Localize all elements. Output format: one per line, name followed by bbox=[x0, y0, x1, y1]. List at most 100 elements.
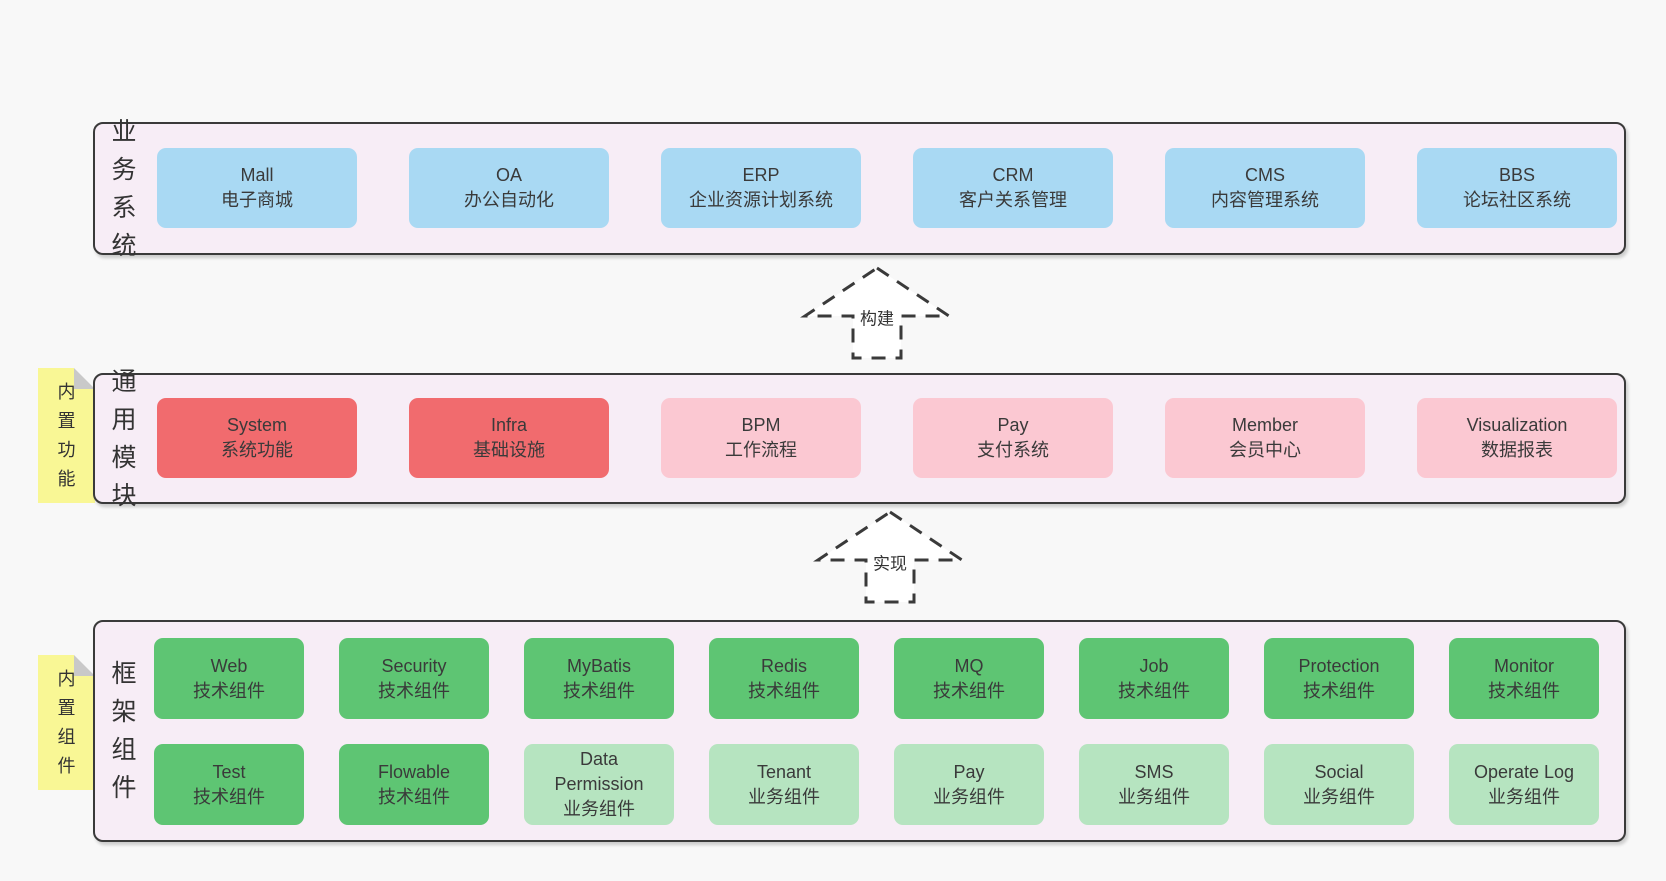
box-mybatis: MyBatis 技术组件 bbox=[524, 638, 674, 719]
box-security: Security 技术组件 bbox=[339, 638, 489, 719]
box-title: Web bbox=[210, 655, 248, 676]
box-flowable: Flowable 技术组件 bbox=[339, 744, 489, 825]
box-mq: MQ 技术组件 bbox=[894, 638, 1044, 719]
box-title: Monitor bbox=[1493, 655, 1555, 676]
box-subtitle: 业务组件 bbox=[563, 799, 635, 819]
box-operate-log: Operate Log 业务组件 bbox=[1449, 744, 1599, 825]
box-subtitle: 业务组件 bbox=[1303, 786, 1375, 807]
box-title: MQ bbox=[954, 655, 984, 676]
box-title: Security bbox=[381, 655, 447, 676]
box-subtitle: 客户关系管理 bbox=[959, 190, 1067, 210]
panel-business-systems: 业务系统 Mall 电子商城 OA 办公自动化 ERP 企业资源计划系统 CRM 客户关系管理… bbox=[93, 118, 1626, 260]
box-visualization: Visualization 数据报表 bbox=[1417, 398, 1617, 478]
box-subtitle: 内容管理系统 bbox=[1211, 190, 1319, 210]
box-infra: Infra 基础设施 bbox=[409, 398, 609, 478]
box-subtitle: 论坛社区系统 bbox=[1463, 190, 1571, 210]
box-subtitle: 技术组件 bbox=[1118, 680, 1190, 701]
box-subtitle: 技术组件 bbox=[1488, 680, 1560, 701]
box-bbs: BBS 论坛社区系统 bbox=[1417, 148, 1617, 228]
module-boxes-row: System 系统功能 Infra 基础设施 BPM 工作流程 Pay 支付系统 Member 会… bbox=[157, 398, 1617, 478]
business-boxes-row: Mall 电子商城 OA 办公自动化 ERP 企业资源计划系统 CRM 客户关系管理 CMS 内容… bbox=[157, 148, 1617, 228]
box-subtitle: 技术组件 bbox=[193, 680, 265, 701]
box-title: BPM bbox=[741, 415, 781, 435]
panel-title-vertical: 框架组件 bbox=[111, 660, 137, 802]
box-job: Job 技术组件 bbox=[1079, 638, 1229, 719]
box-subtitle: 数据报表 bbox=[1481, 440, 1553, 460]
box-subtitle: 电子商城 bbox=[221, 190, 293, 210]
box-subtitle: 技术组件 bbox=[933, 680, 1005, 701]
sticky-note-built-in-components: 内置组件 bbox=[38, 655, 95, 790]
sticky-note-built-in-features: 内置功能 bbox=[38, 368, 95, 503]
box-subtitle: 业务组件 bbox=[933, 786, 1005, 807]
panel-common-modules: 通用模块 System 系统功能 Infra 基础设施 BPM 工作流程 Pay 支付系统 Me… bbox=[93, 368, 1626, 510]
box-tenant: Tenant 业务组件 bbox=[709, 744, 859, 825]
box-title: Operate Log bbox=[1473, 761, 1575, 782]
box-subtitle: 业务组件 bbox=[1118, 786, 1190, 807]
box-subtitle: 技术组件 bbox=[378, 680, 450, 701]
box-cms: CMS 内容管理系统 bbox=[1165, 148, 1365, 228]
box-title: CMS bbox=[1245, 165, 1285, 185]
box-protection: Protection 技术组件 bbox=[1264, 638, 1414, 719]
box-title: OA bbox=[495, 165, 522, 185]
box-subtitle: 支付系统 bbox=[977, 440, 1049, 460]
box-subtitle: 技术组件 bbox=[193, 786, 265, 807]
panel-title-vertical: 业务系统 bbox=[111, 117, 137, 260]
box-title: Flowable bbox=[377, 761, 451, 782]
box-title: Data Permission bbox=[554, 749, 644, 794]
box-bpm: BPM 工作流程 bbox=[661, 398, 861, 478]
box-title: Social bbox=[1314, 761, 1364, 782]
box-title: CRM bbox=[992, 165, 1034, 185]
box-social: Social 业务组件 bbox=[1264, 744, 1414, 825]
box-subtitle: 技术组件 bbox=[563, 680, 635, 701]
box-title: Pay bbox=[953, 761, 985, 782]
sticky-note-label: 内置组件 bbox=[57, 668, 76, 776]
box-title: MyBatis bbox=[566, 655, 631, 676]
box-data-permission: Data Permission 业务组件 bbox=[524, 744, 674, 825]
box-oa: OA 办公自动化 bbox=[409, 148, 609, 228]
box-title: ERP bbox=[742, 165, 780, 185]
box-subtitle: 技术组件 bbox=[1303, 680, 1375, 701]
box-title: Pay bbox=[997, 415, 1029, 435]
box-title: System bbox=[226, 415, 287, 435]
box-erp: ERP 企业资源计划系统 bbox=[661, 148, 861, 228]
box-subtitle: 基础设施 bbox=[473, 440, 545, 460]
box-title: Member bbox=[1231, 415, 1298, 435]
box-subtitle: 业务组件 bbox=[1488, 786, 1560, 807]
box-monitor: Monitor 技术组件 bbox=[1449, 638, 1599, 719]
box-title: SMS bbox=[1134, 761, 1174, 782]
box-title: Job bbox=[1139, 655, 1169, 676]
box-member: Member 会员中心 bbox=[1165, 398, 1365, 478]
build-arrow-label: 构建 bbox=[855, 301, 899, 333]
box-subtitle: 业务组件 bbox=[748, 786, 820, 807]
box-mall: Mall 电子商城 bbox=[157, 148, 357, 228]
box-title: Infra bbox=[490, 415, 528, 435]
box-subtitle: 系统功能 bbox=[221, 440, 293, 460]
box-crm: CRM 客户关系管理 bbox=[913, 148, 1113, 228]
panel-title-vertical: 通用模块 bbox=[111, 367, 137, 510]
panel-framework-components: 框架组件 Web 技术组件 Security 技术组件 MyBatis 技术组件 Redis… bbox=[93, 620, 1626, 842]
box-subtitle: 工作流程 bbox=[725, 440, 797, 460]
box-title: Redis bbox=[760, 655, 808, 676]
box-title: BBS bbox=[1498, 165, 1536, 185]
box-subtitle: 会员中心 bbox=[1229, 440, 1301, 460]
box-subtitle: 办公自动化 bbox=[464, 190, 554, 210]
box-title: Mall bbox=[240, 165, 274, 185]
box-web: Web 技术组件 bbox=[154, 638, 304, 719]
box-subtitle: 技术组件 bbox=[378, 786, 450, 807]
implement-arrow-label: 实现 bbox=[868, 546, 912, 578]
box-title: Test bbox=[212, 761, 246, 782]
box-title: Tenant bbox=[756, 761, 812, 782]
box-subtitle: 技术组件 bbox=[748, 680, 820, 701]
box-pay: Pay 支付系统 bbox=[913, 398, 1113, 478]
box-system: System 系统功能 bbox=[157, 398, 357, 478]
box-sms: SMS 业务组件 bbox=[1079, 744, 1229, 825]
box-test: Test 技术组件 bbox=[154, 744, 304, 825]
sticky-note-label: 内置功能 bbox=[57, 381, 76, 489]
box-pay: Pay 业务组件 bbox=[894, 744, 1044, 825]
box-title: Protection bbox=[1298, 655, 1380, 676]
box-title: Visualization bbox=[1466, 415, 1568, 435]
box-subtitle: 企业资源计划系统 bbox=[689, 190, 833, 210]
